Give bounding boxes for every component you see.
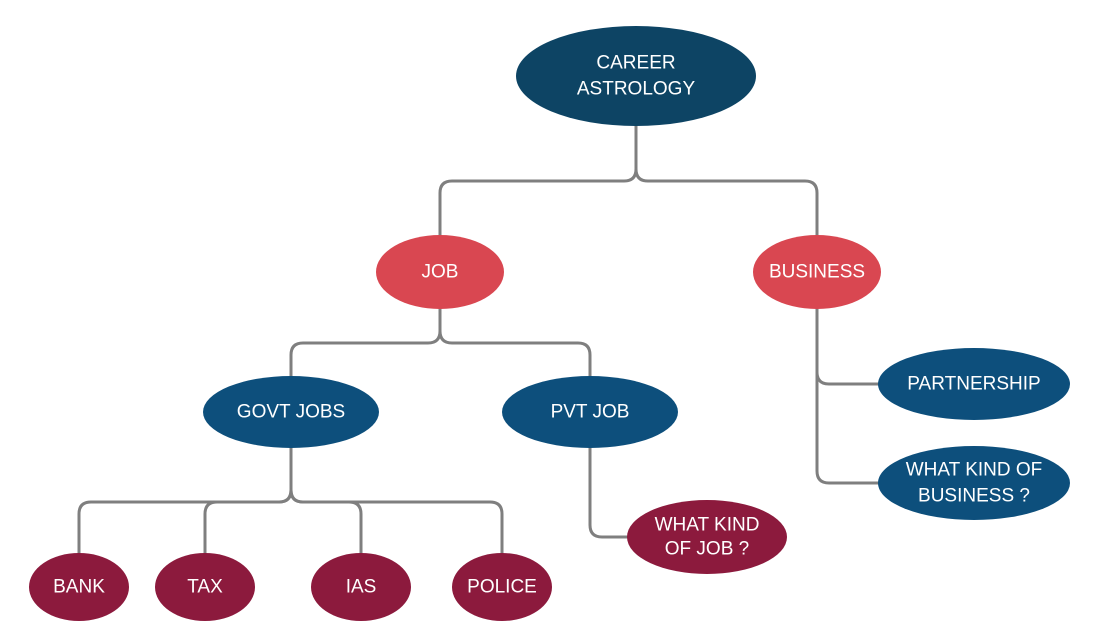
node-shape-ias bbox=[311, 553, 411, 621]
node-police: POLICE bbox=[452, 553, 552, 621]
node-career-astrology: CAREER ASTROLOGY bbox=[516, 26, 756, 126]
node-shape-business bbox=[753, 235, 881, 309]
node-label-what-kind-of-business: BUSINESS ? bbox=[918, 485, 1030, 506]
node-bank: BANK bbox=[29, 553, 129, 621]
node-label-job: JOB bbox=[422, 262, 459, 283]
node-shape-pvt-job bbox=[502, 376, 678, 448]
node-shape-bank bbox=[29, 553, 129, 621]
connector-career-astrology-to-business bbox=[634, 167, 819, 239]
node-shape-what-kind-of-job bbox=[627, 500, 787, 574]
node-label-bank: BANK bbox=[53, 577, 105, 598]
node-label-what-kind-of-job: WHAT KIND bbox=[655, 514, 760, 535]
node-label-career-astrology: CAREER bbox=[596, 53, 675, 74]
connector-govt-jobs-to-tax bbox=[203, 488, 293, 557]
node-tax: TAX bbox=[155, 553, 255, 621]
node-what-kind-of-business: WHAT KIND OF BUSINESS ? bbox=[878, 446, 1070, 520]
node-label-partnership: PARTNERSHIP bbox=[907, 374, 1040, 395]
node-shape-govt-jobs bbox=[203, 376, 379, 448]
node-pvt-job: PVT JOB bbox=[502, 376, 678, 448]
connector-job-to-govt-jobs bbox=[289, 329, 442, 380]
node-label-govt-jobs: GOVT JOBS bbox=[237, 402, 345, 423]
connector-govt-jobs-to-police bbox=[289, 488, 504, 557]
node-label-ias: IAS bbox=[346, 577, 377, 598]
node-label-what-kind-of-job: OF JOB ? bbox=[665, 539, 749, 560]
node-shape-career-astrology bbox=[516, 26, 756, 126]
node-shape-job bbox=[376, 235, 504, 309]
connector-career-astrology-to-job bbox=[438, 167, 638, 239]
node-label-business: BUSINESS bbox=[769, 262, 865, 283]
connectors bbox=[77, 124, 882, 557]
node-shape-partnership bbox=[878, 348, 1070, 420]
node-label-career-astrology: ASTROLOGY bbox=[577, 78, 696, 99]
connector-business-to-what-kind-of-business bbox=[815, 307, 882, 485]
connector-pvt-job-to-what-kind-of-job bbox=[588, 446, 631, 539]
node-label-pvt-job: PVT JOB bbox=[551, 402, 630, 423]
node-job: JOB bbox=[376, 235, 504, 309]
node-shape-tax bbox=[155, 553, 255, 621]
nodes: CAREER ASTROLOGY JOB BUSINESS GOVT JOBS PVT J… bbox=[29, 26, 1070, 621]
node-business: BUSINESS bbox=[753, 235, 881, 309]
node-label-what-kind-of-business: WHAT KIND OF bbox=[906, 460, 1043, 481]
connector-govt-jobs-to-bank bbox=[77, 488, 293, 557]
node-partnership: PARTNERSHIP bbox=[878, 348, 1070, 420]
node-label-police: POLICE bbox=[467, 577, 537, 598]
node-what-kind-of-job: WHAT KIND OF JOB ? bbox=[627, 500, 787, 574]
connector-job-to-pvt-job bbox=[438, 329, 592, 380]
node-label-tax: TAX bbox=[187, 577, 223, 598]
node-govt-jobs: GOVT JOBS bbox=[203, 376, 379, 448]
node-shape-police bbox=[452, 553, 552, 621]
node-shape-what-kind-of-business bbox=[878, 446, 1070, 520]
node-ias: IAS bbox=[311, 553, 411, 621]
connector-govt-jobs-to-ias bbox=[289, 488, 363, 557]
connector-business-to-partnership bbox=[815, 307, 882, 386]
